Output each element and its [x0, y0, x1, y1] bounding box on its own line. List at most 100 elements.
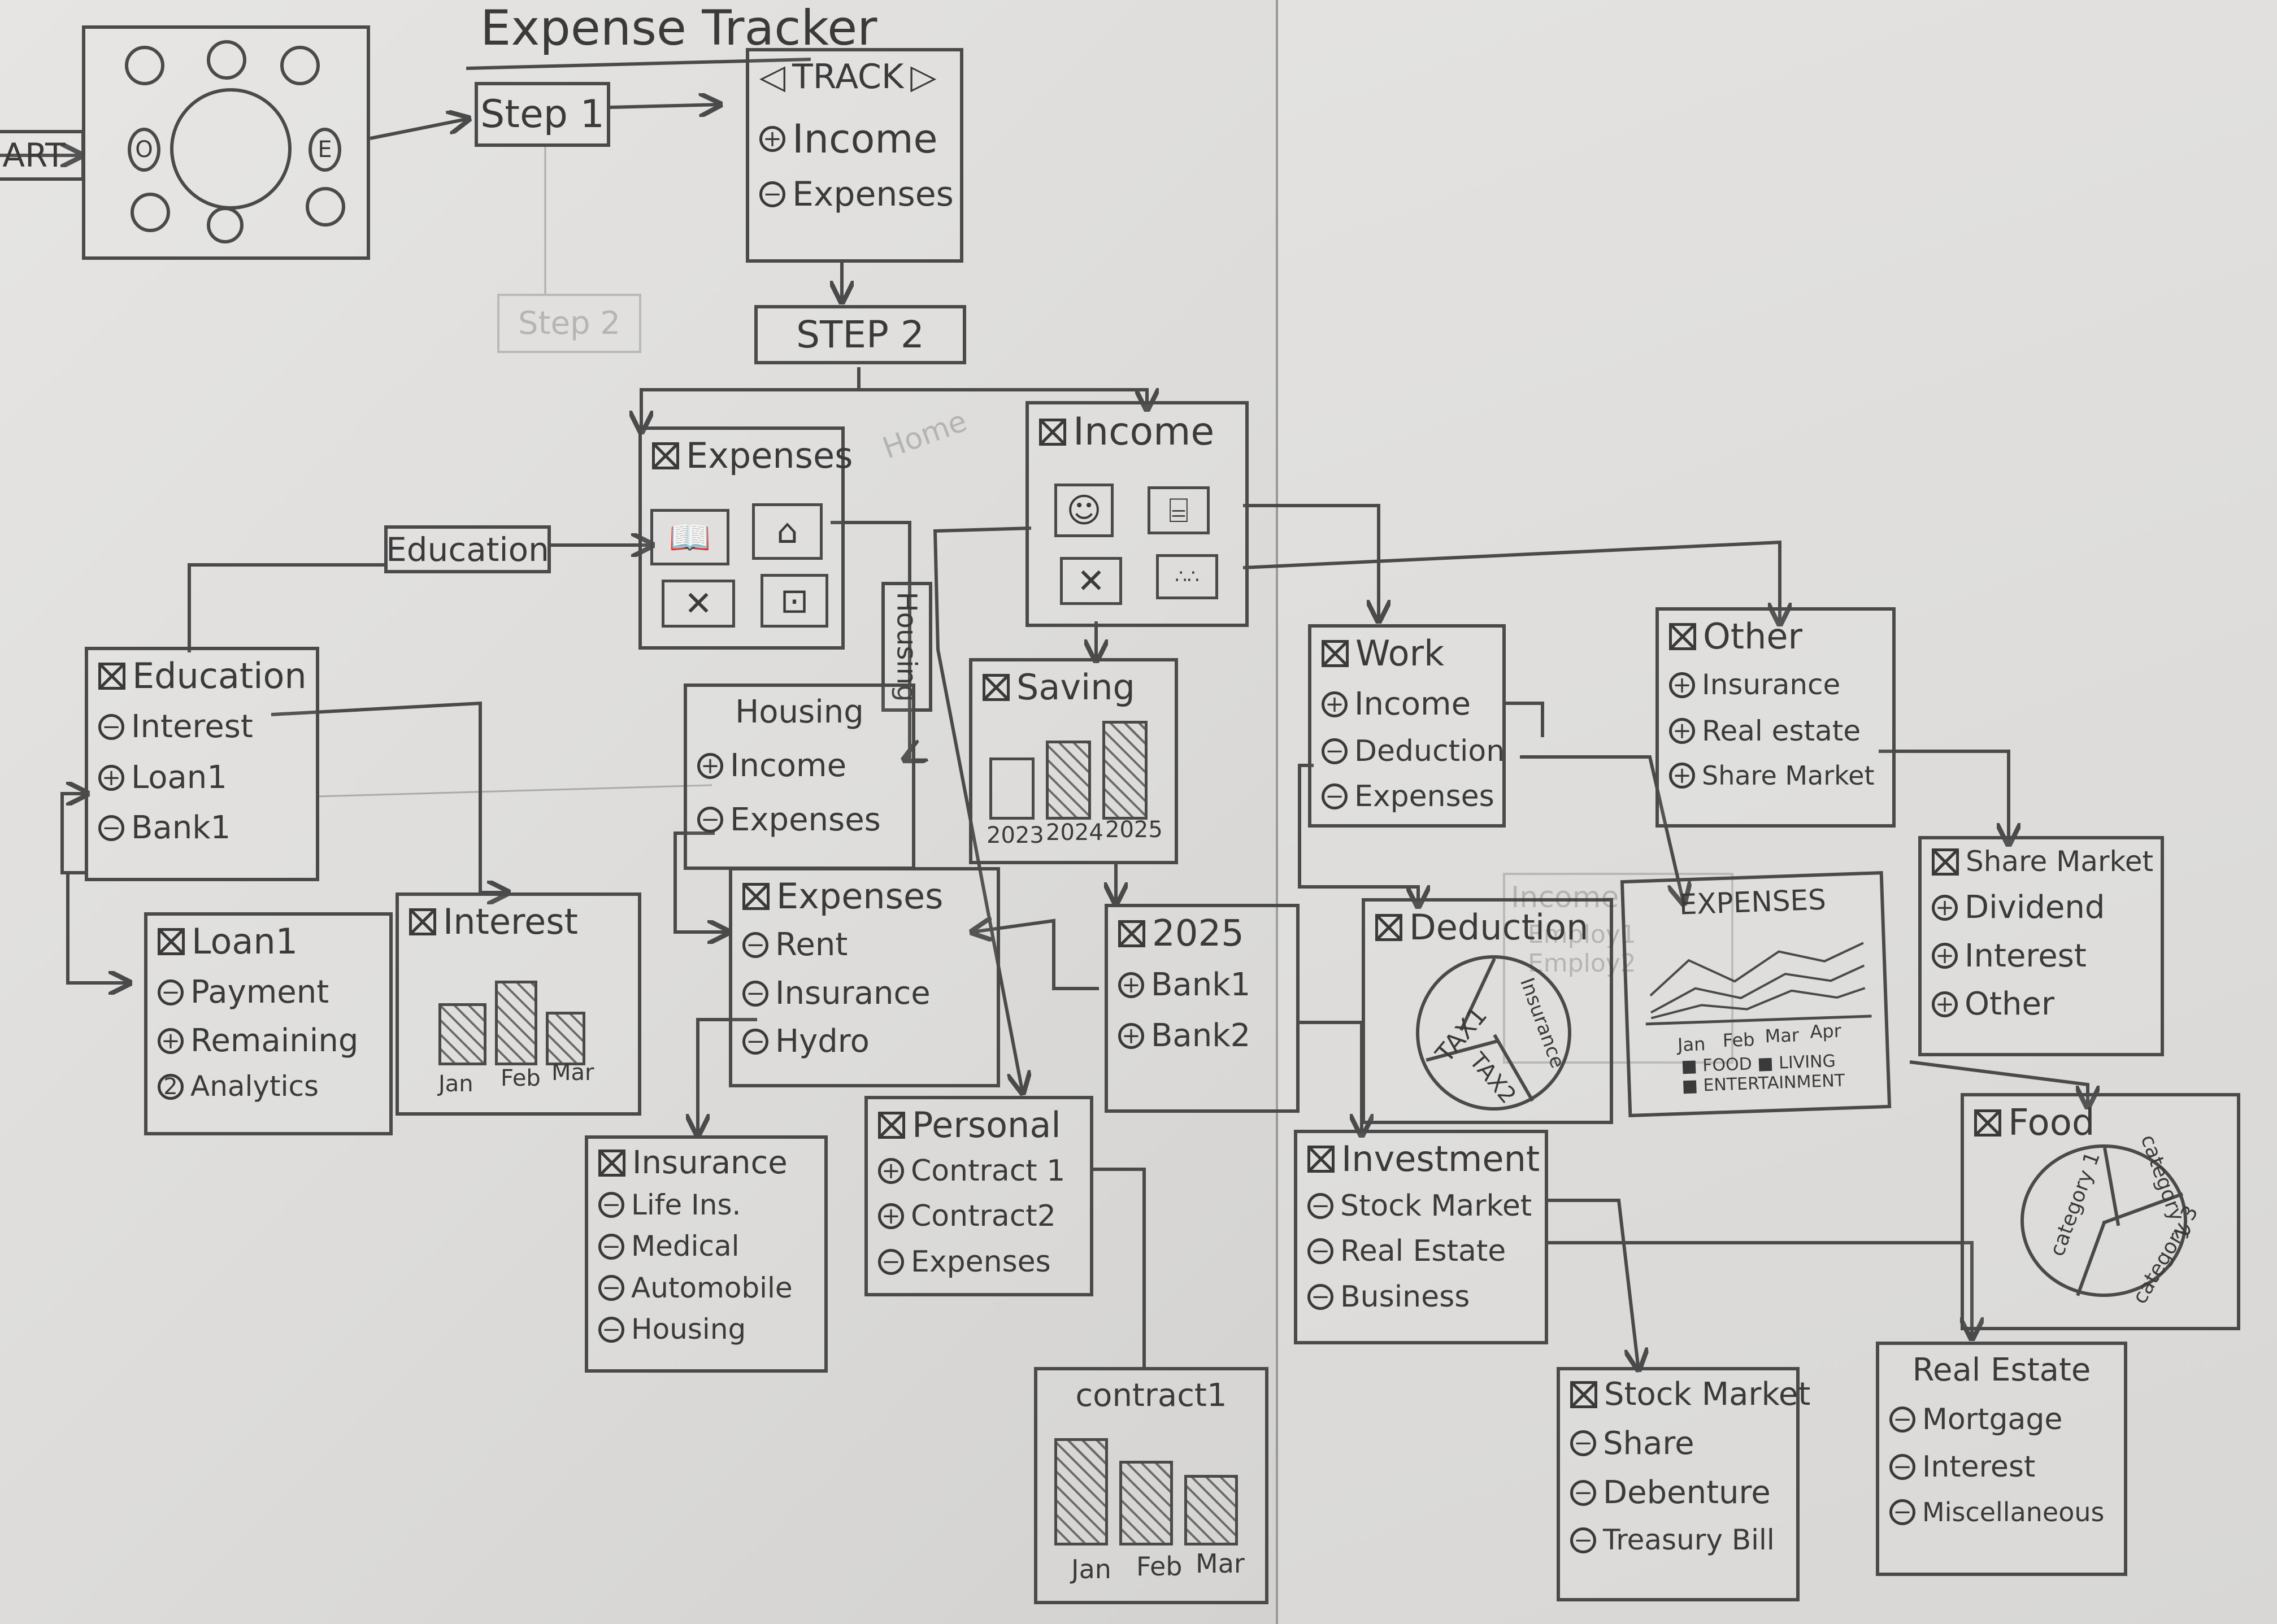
housing-item[interactable]: +Income [697, 744, 902, 787]
checkbox-icon[interactable] [409, 908, 436, 936]
track-item[interactable]: +Income [759, 112, 950, 166]
investment-item[interactable]: −Real Estate [1307, 1231, 1535, 1271]
personal-item[interactable]: −Expenses [878, 1242, 1080, 1282]
work-item[interactable]: +Income [1322, 683, 1492, 726]
building-icon[interactable]: ⌸ [1148, 486, 1210, 534]
real-estate-box[interactable]: Real Estate −Mortgage −Interest −Miscell… [1876, 1342, 2127, 1576]
work-item[interactable]: −Deduction [1322, 732, 1505, 771]
food-box[interactable]: Food category 1 category 2 category 3 [1961, 1093, 2240, 1330]
education-item[interactable]: +Loan1 [98, 756, 306, 799]
person-icon[interactable]: ☺ [1054, 484, 1114, 537]
share-market-item[interactable]: +Interest [1932, 935, 2150, 978]
track-box[interactable]: ◁ TRACK ▷ +Income −Expenses [746, 48, 963, 263]
expenses-sub-box[interactable]: Expenses −Rent −Insurance −Hydro [729, 867, 1000, 1087]
investment-item[interactable]: −Business [1307, 1277, 1535, 1317]
checkbox-icon[interactable] [1307, 1146, 1335, 1173]
expenses-sub-item[interactable]: −Rent [742, 924, 987, 966]
housing-box[interactable]: Housing +Income −Expenses [684, 683, 915, 870]
personal-item[interactable]: +Contract 1 [878, 1151, 1080, 1191]
investment-item[interactable]: −Stock Market [1307, 1186, 1535, 1226]
personal-box[interactable]: Personal +Contract 1 +Contract2 −Expense… [864, 1096, 1093, 1296]
checkbox-icon[interactable] [878, 1112, 905, 1139]
share-market-item[interactable]: +Dividend [1932, 886, 2150, 929]
interest-box[interactable]: Interest Jan Feb Mar [396, 892, 641, 1116]
start-node[interactable]: O E [82, 25, 370, 260]
investment-item-label: Business [1340, 1279, 1470, 1314]
faint-income-title: Income [1511, 881, 1619, 915]
other-item[interactable]: +Share Market [1669, 758, 1882, 793]
dotted-card-icon[interactable]: ∴∴ [1156, 554, 1218, 599]
checkbox-icon[interactable] [1039, 419, 1066, 446]
house-icon[interactable]: ⌂ [752, 503, 823, 560]
loan1-item[interactable]: +Remaining [158, 1020, 379, 1063]
real-estate-item[interactable]: −Miscellaneous [1889, 1495, 2114, 1530]
insurance-item[interactable]: −Medical [598, 1227, 814, 1266]
work-box[interactable]: Work +Income −Deduction −Expenses [1308, 624, 1506, 828]
checkbox-icon[interactable] [98, 663, 125, 690]
expenses-sub-item[interactable]: −Hydro [742, 1020, 987, 1063]
work-item[interactable]: −Expenses [1322, 777, 1494, 816]
minus-icon: − [1889, 1454, 1915, 1481]
placeholder-image-icon[interactable]: ✕ [1060, 557, 1122, 605]
stock-market-item[interactable]: −Treasury Bill [1570, 1521, 1786, 1560]
deduction-title: Deduction [1409, 907, 1589, 948]
checkbox-icon[interactable] [652, 442, 679, 470]
checkbox-icon[interactable] [1118, 920, 1145, 948]
personal-item[interactable]: +Contract2 [878, 1196, 1080, 1236]
expenses-chart-box[interactable]: EXPENSES Jan Feb Mar Apr ■ FOOD ■ LIVING… [1620, 871, 1892, 1117]
step2-box[interactable]: STEP 2 [754, 305, 966, 364]
stock-market-item[interactable]: −Share [1570, 1422, 1786, 1465]
placeholder-image-icon[interactable]: ✕ [662, 580, 735, 628]
loan1-item[interactable]: −Payment [158, 971, 379, 1014]
housing-item[interactable]: −Expenses [697, 799, 902, 842]
checkbox-icon[interactable] [1932, 848, 1959, 876]
education-item[interactable]: −Interest [98, 706, 306, 748]
track-item[interactable]: −Expenses [759, 172, 954, 217]
contract1-box[interactable]: contract1 Jan Feb Mar [1034, 1367, 1268, 1604]
insurance-item[interactable]: −Life Ins. [598, 1186, 814, 1225]
checkbox-icon[interactable] [158, 928, 185, 956]
share-market-box[interactable]: Share Market +Dividend +Interest +Other [1918, 836, 2164, 1056]
stock-market-box[interactable]: Stock Market −Share −Debenture −Treasury… [1557, 1367, 1810, 1601]
investment-box[interactable]: Investment −Stock Market −Real Estate −B… [1294, 1130, 1548, 1344]
saving-box[interactable]: Saving 2023 2024 2025 [969, 658, 1178, 864]
checkbox-icon[interactable] [742, 883, 770, 911]
checkbox-icon[interactable] [1974, 1109, 2001, 1137]
checkbox-icon[interactable] [1322, 640, 1349, 668]
checkbox-icon[interactable] [1669, 623, 1696, 651]
other-box[interactable]: Other +Insurance +Real estate +Share Mar… [1655, 607, 1896, 828]
share-market-title: Share Market [1966, 845, 2154, 878]
insurance-item[interactable]: −Automobile [598, 1269, 814, 1308]
income-main-box[interactable]: Income ☺ ⌸ ✕ ∴∴ [1025, 401, 1249, 627]
education-tag-box[interactable]: Education [384, 525, 551, 573]
checkbox-icon[interactable] [983, 674, 1010, 702]
expenses-sub-item[interactable]: −Insurance [742, 972, 987, 1015]
checkbox-icon[interactable] [598, 1149, 625, 1177]
stock-market-item[interactable]: −Debenture [1570, 1471, 1786, 1514]
real-estate-item[interactable]: −Interest [1889, 1447, 2114, 1487]
housing-tag-box[interactable]: Housing [881, 582, 932, 712]
start-label-box[interactable]: ART [0, 130, 85, 181]
year-2025-item[interactable]: +Bank2 [1118, 1015, 1286, 1057]
expenses-main-box[interactable]: Expenses 📖 ⌂ ✕ ⊡ [638, 426, 853, 650]
deduction-box[interactable]: Deduction TAX1 Insurance TAX2 [1362, 898, 1613, 1124]
step1-box[interactable]: Step 1 [475, 82, 610, 147]
education-item[interactable]: −Bank1 [98, 807, 306, 850]
back-triangle-icon[interactable]: ◁ [759, 57, 786, 97]
insurance-item[interactable]: −Housing [598, 1310, 814, 1349]
share-market-item[interactable]: +Other [1932, 983, 2150, 1026]
year-2025-item[interactable]: +Bank1 [1118, 964, 1286, 1007]
vehicle-icon[interactable]: ⊡ [761, 574, 828, 628]
year-2025-box[interactable]: 2025 +Bank1 +Bank2 [1105, 904, 1300, 1113]
forward-triangle-icon[interactable]: ▷ [910, 57, 937, 97]
insurance-box[interactable]: Insurance −Life Ins. −Medical −Automobil… [585, 1135, 828, 1373]
education-box[interactable]: Education −Interest +Loan1 −Bank1 [85, 647, 319, 881]
checkbox-icon[interactable] [1375, 914, 1402, 942]
real-estate-item[interactable]: −Mortgage [1889, 1400, 2114, 1439]
other-item[interactable]: +Insurance [1669, 666, 1882, 704]
checkbox-icon[interactable] [1570, 1381, 1597, 1408]
book-icon[interactable]: 📖 [650, 509, 729, 565]
other-item[interactable]: +Real estate [1669, 712, 1882, 751]
